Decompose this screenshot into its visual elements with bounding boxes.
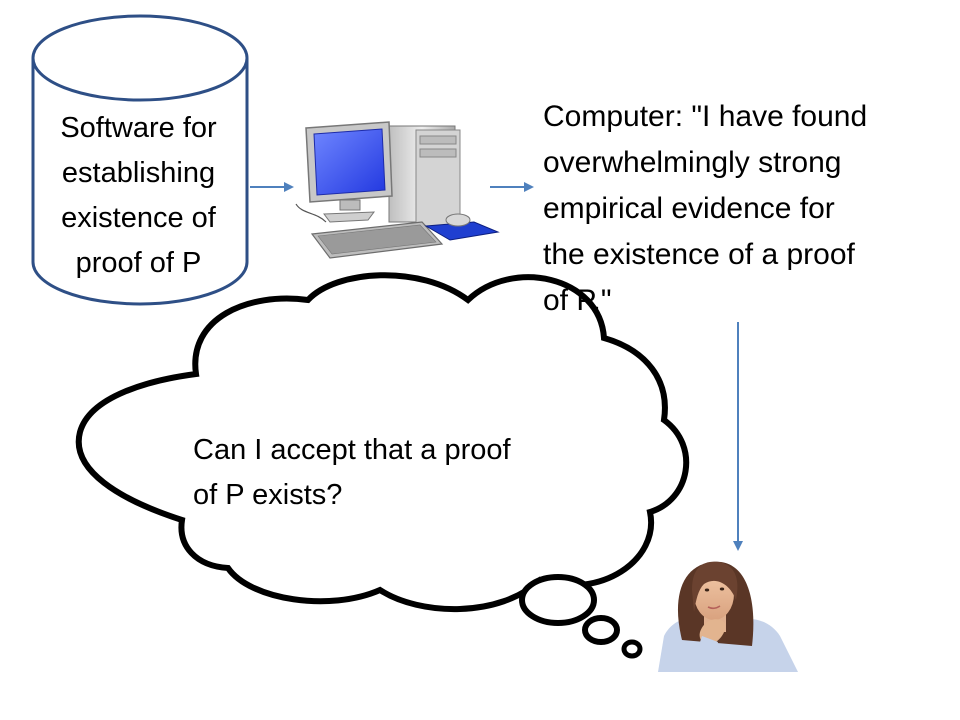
computer-message-line: empirical evidence for [543,192,835,225]
computer-message: Computer: "I have found overwhelmingly s… [543,94,943,324]
software-box-line: existence of [61,202,216,234]
software-box-line: Software for [60,112,217,144]
software-box-line: establishing [61,157,216,189]
database-cylinder-icon [31,14,249,306]
thought-cloud-icon [75,272,690,659]
computer-message-line: Computer: "I have found [543,100,868,133]
computer-message-line: overwhelmingly strong [543,146,842,179]
desktop-computer-icon [295,121,500,259]
computer-message-line: of P." [543,284,612,317]
computer-message-line: the existence of a proof [543,238,855,271]
software-box-label: Software for establishing existence of p… [36,106,241,286]
thinking-woman-figure [658,561,798,672]
thought-line: Can I accept that a proof [193,434,511,466]
thought-line: of P exists? [193,479,343,511]
thought-bubble-text: Can I accept that a proof of P exists? [193,428,613,518]
software-box-line: proof of P [75,247,202,279]
